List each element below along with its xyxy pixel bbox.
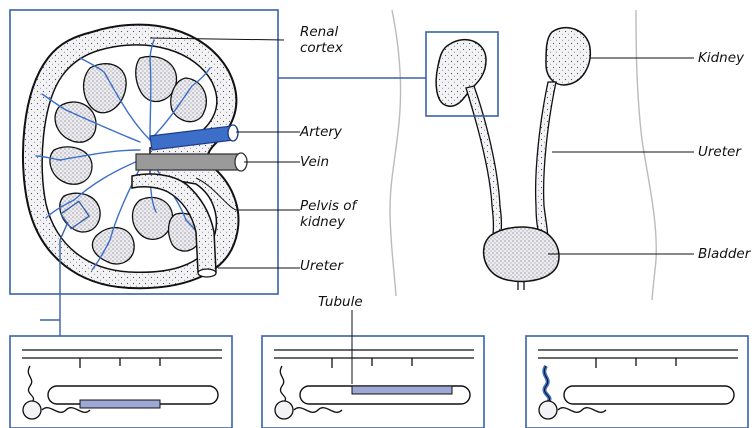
label-vein: Vein [300,154,329,170]
label-tubule: Tubule [318,294,363,310]
body-ureter-left [466,86,502,240]
urethra [518,282,524,290]
kidney-section-panel [10,10,278,294]
nephron-panel-3 [526,336,748,428]
body-outline-illustration [390,10,656,300]
label-ureter-body: Ureter [698,144,741,160]
nephron-panels [10,310,748,428]
renal-vein [136,154,240,170]
nephron-panel-2 [262,336,484,428]
body-leader-lines [548,58,694,254]
body-kidney-right [546,28,590,85]
label-artery: Artery [300,124,342,140]
torso-left-outline [390,10,401,296]
label-bladder: Bladder [698,246,750,262]
torso-right-outline [636,10,656,300]
nephron-panel-1 [10,336,232,428]
label-ureter-kidney: Ureter [300,258,343,274]
body-ureter-right [536,82,556,240]
body-kidney-left [436,40,486,107]
label-renal-cortex: Renal cortex [300,24,380,56]
label-kidney: Kidney [698,50,744,66]
label-pelvis-of-kidney: Pelvis of kidney [300,198,380,230]
artery-opening [228,125,238,141]
ureter-opening [198,269,216,277]
body-bladder [484,227,559,282]
